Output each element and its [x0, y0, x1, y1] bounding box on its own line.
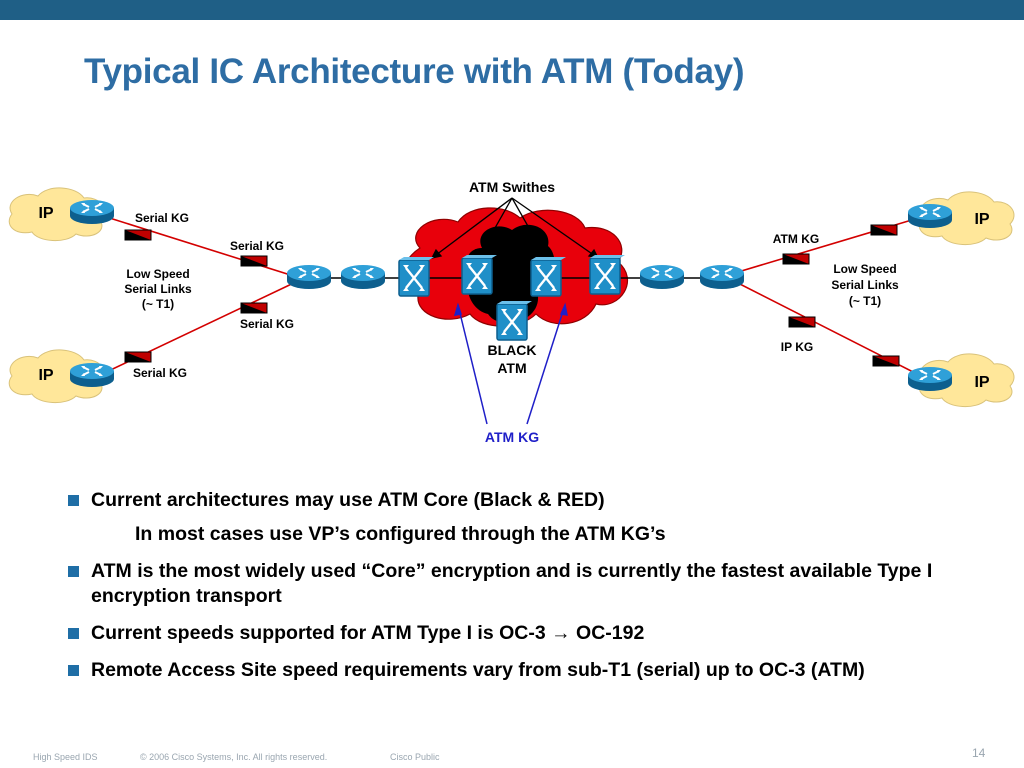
ip-label-bottom-left: IP — [38, 367, 53, 384]
right-low-speed-line1: Low Speed — [833, 262, 896, 276]
ip-cloud-top-right: IP — [907, 191, 1015, 245]
left-edge-router-1 — [286, 264, 332, 290]
atm-switch-arrows — [430, 197, 600, 260]
bullet-1-text: Current architectures may use ATM Core (… — [91, 489, 605, 511]
bullet-item-1: Current architectures may use ATM Core (… — [66, 488, 1011, 547]
serial-kg-bottom-inner-device — [240, 302, 268, 314]
bullet-item-4: Remote Access Site speed requirements va… — [66, 658, 1011, 683]
bullet-square-icon — [68, 566, 79, 577]
bullet-square-icon — [68, 495, 79, 506]
serial-kg-top-inner-device — [240, 255, 268, 267]
right-edge-router-1 — [639, 264, 685, 290]
atm-kg-right-device — [782, 253, 810, 265]
serial-kg-label-top-inner: Serial KG — [230, 239, 284, 253]
ip-cloud-bottom-right: IP — [907, 353, 1015, 407]
ip-label-top-right: IP — [974, 211, 989, 228]
atm-kg-center-label: ATM KG — [485, 429, 539, 445]
atm-kg-arrows — [453, 302, 568, 425]
atm-kg-right-label: ATM KG — [773, 232, 819, 246]
bullet-2-text: ATM is the most widely used “Core” encry… — [91, 560, 933, 607]
atm-switch-4 — [588, 253, 627, 296]
slide-title: Typical IC Architecture with ATM (Today) — [84, 52, 745, 91]
left-low-speed-line3: (~ T1) — [142, 297, 174, 311]
ip-label-bottom-right: IP — [974, 374, 989, 391]
page-number: 14 — [972, 746, 986, 760]
ip-kg-right-label: IP KG — [781, 340, 813, 354]
footer-copyright: © 2006 Cisco Systems, Inc. All rights re… — [140, 752, 328, 762]
black-atm-label-2: ATM — [497, 360, 526, 376]
black-atm-switch — [495, 299, 534, 342]
ip-kg-top-right-device — [870, 224, 898, 236]
black-atm-label-1: BLACK — [488, 342, 537, 358]
serial-kg-label-top-outer: Serial KG — [135, 211, 189, 225]
ip-cloud-bottom-left: IP — [8, 349, 115, 403]
ip-label-top-left: IP — [38, 205, 53, 222]
left-edge-router-2 — [340, 264, 386, 290]
ip-kg-right-device — [788, 316, 816, 328]
footer-classification: Cisco Public — [390, 752, 440, 762]
serial-kg-bottom-outer-device — [124, 351, 152, 363]
right-low-speed-line2: Serial Links — [831, 278, 899, 292]
serial-kg-label-bottom-outer: Serial KG — [133, 366, 187, 380]
bullet-3-text: Current speeds supported for ATM Type I … — [91, 622, 645, 644]
left-low-speed-line1: Low Speed — [126, 267, 189, 281]
bullet-item-2: ATM is the most widely used “Core” encry… — [66, 559, 1011, 609]
atm-switch-1 — [397, 255, 436, 298]
footer-left: High Speed IDS — [33, 752, 98, 762]
bullet-square-icon — [68, 628, 79, 639]
bullet-list: Current architectures may use ATM Core (… — [66, 488, 1011, 695]
ip-cloud-top-left: IP — [8, 187, 115, 241]
ip-kg-bottom-right-device — [872, 355, 900, 367]
atm-switch-3 — [529, 255, 568, 298]
left-low-speed-line2: Serial Links — [124, 282, 192, 296]
right-low-speed-line3: (~ T1) — [849, 294, 881, 308]
atm-switch-2 — [460, 253, 499, 296]
bullet-item-3: Current speeds supported for ATM Type I … — [66, 621, 1011, 646]
serial-kg-top-outer-device — [124, 229, 152, 241]
top-banner — [0, 0, 1024, 20]
right-edge-router-2 — [699, 264, 745, 290]
bullet-square-icon — [68, 665, 79, 676]
bullet-1-subtext: In most cases use VP’s configured throug… — [135, 523, 666, 545]
network-diagram: ATM Swithes ATM KG BLACK ATM IP IP IP IP — [8, 179, 1015, 445]
atm-switches-label: ATM Swithes — [469, 179, 555, 195]
bullet-4-text: Remote Access Site speed requirements va… — [91, 659, 865, 681]
black-atm-core — [467, 224, 555, 324]
serial-kg-label-bottom-inner: Serial KG — [240, 317, 294, 331]
